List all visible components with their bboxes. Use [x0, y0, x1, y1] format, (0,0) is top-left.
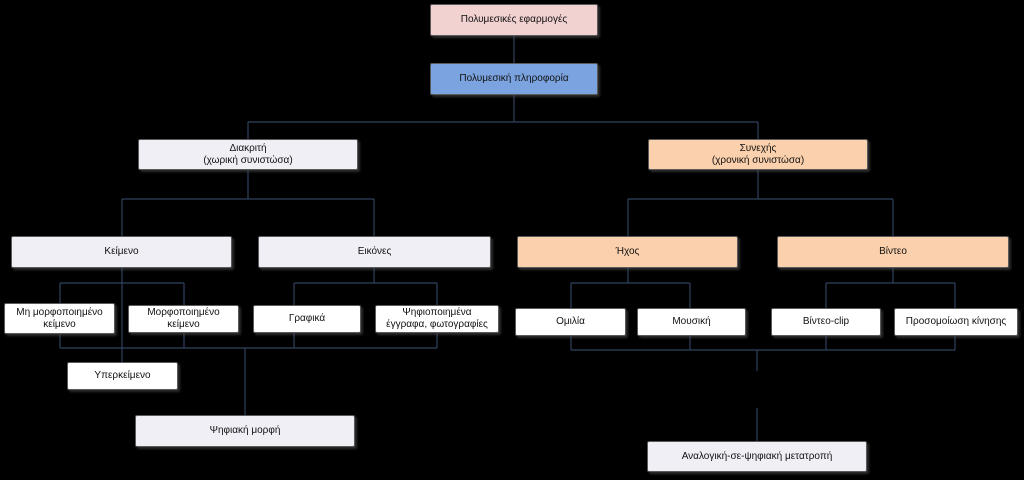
node-video-clip: Βίντεο-clip: [771, 308, 881, 336]
node-scanned-documents: Ψηφιοποιημένα έγγραφα, φωτογραφίες: [375, 305, 499, 333]
node-analog-to-digital: Αναλογική-σε-ψηφιακή μετατροπή: [647, 441, 867, 472]
node-text: Κείμενο: [11, 236, 232, 268]
node-graphics: Γραφικά: [253, 305, 361, 333]
node-speech: Ομιλία: [515, 308, 626, 336]
node-digital-form: Ψηφιακή μορφή: [135, 415, 355, 447]
node-music: Μουσική: [637, 308, 746, 336]
node-multimedia-applications: Πολυμεσικές εφαρμογές: [430, 4, 598, 36]
node-sound: Ήχος: [517, 236, 738, 268]
node-discrete: Διακριτή (χωρική συνιστώσα): [138, 139, 358, 170]
node-unformatted-text: Μη μορφοποιημένο κείμενο: [4, 303, 115, 334]
node-formatted-text: Μορφοποιημένο κείμενο: [128, 305, 239, 333]
node-motion-simulation: Προσομοίωση κίνησης: [894, 308, 1018, 336]
node-hypertext: Υπερκείμενο: [67, 362, 178, 390]
node-multimedia-information: Πολυμεσική πληροφορία: [430, 63, 598, 95]
node-images: Εικόνες: [258, 236, 491, 268]
node-continuous: Συνεχής (χρονική συνιστώσα): [648, 139, 868, 170]
node-video: Βίντεο: [777, 236, 1009, 268]
